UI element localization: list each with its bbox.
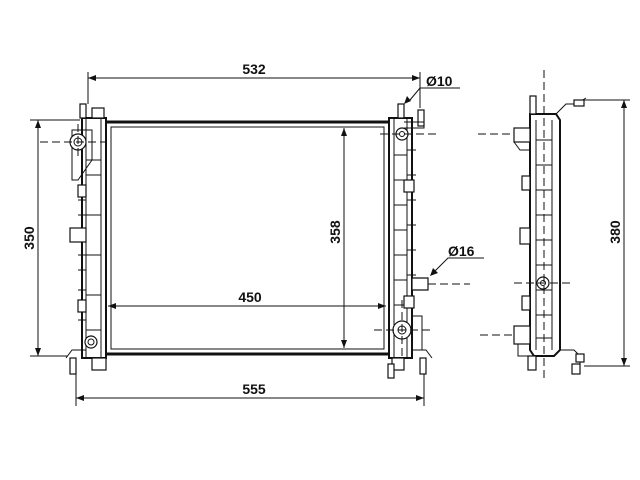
dimension-labels: 532 555 450 350 358 Ø10 Ø16	[21, 61, 475, 397]
dim-left-height: 350	[21, 226, 37, 250]
side-lower-fitting	[513, 325, 531, 345]
side-dimension: 380	[580, 99, 630, 367]
side-view	[478, 70, 587, 380]
dimension-lines	[30, 72, 484, 406]
dim-top-width: 532	[242, 61, 266, 77]
front-view	[40, 103, 470, 379]
dim-bottom-width: 555	[242, 381, 266, 397]
left-tank	[65, 103, 107, 375]
side-upper-fitting	[513, 127, 531, 143]
dim-core-height: 358	[327, 220, 343, 244]
drain-plug	[84, 335, 98, 349]
dim-side-height: 380	[607, 220, 623, 244]
right-tank	[387, 103, 433, 379]
radiator-core	[105, 120, 390, 356]
center-lines	[40, 124, 470, 360]
dim-core-width: 450	[238, 289, 262, 305]
left-bracket-tab	[69, 227, 87, 243]
outlet-pipe	[411, 277, 429, 291]
dim-outlet-diameter: Ø16	[448, 243, 475, 259]
dim-small-diameter: Ø10	[426, 73, 453, 89]
